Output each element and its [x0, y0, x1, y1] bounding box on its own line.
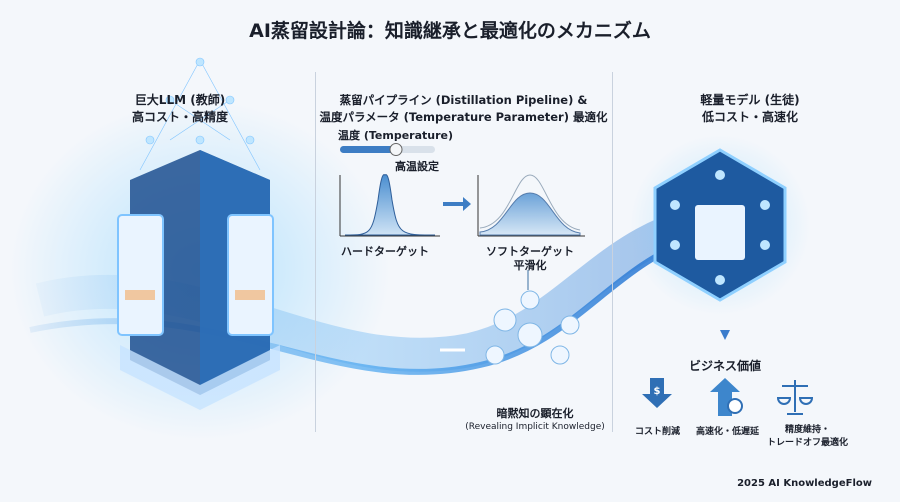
- down-arrow-icon: [720, 330, 730, 340]
- business-item-accuracy: 精度維持・トレードオフ最適化: [760, 424, 855, 450]
- soft-target-sublabel: 平滑化: [513, 259, 547, 272]
- page-title: AI蒸留設計論：知識継承と最適化のメカニズム: [249, 20, 651, 42]
- temperature-setting-label: 高温設定: [395, 160, 439, 173]
- temperature-slider-fill: [340, 146, 397, 153]
- temperature-slider-knob: [389, 143, 403, 156]
- pipeline-title: 蒸留パイプライン (Distillation Pipeline) &: [339, 93, 588, 107]
- implicit-knowledge-title: 暗黙知の顕在化: [496, 407, 574, 420]
- implicit-knowledge-subtitle: (Revealing Implicit Knowledge): [465, 422, 605, 432]
- section-divider: [315, 72, 316, 432]
- pipeline-subtitle: 温度パラメータ (Temperature Parameter) 最適化: [319, 110, 608, 124]
- soft-target-chart: [477, 174, 585, 237]
- student-nodes-icon: [670, 170, 770, 285]
- teacher-title: 巨大LLM (教師): [134, 93, 226, 107]
- section-divider: [612, 72, 613, 432]
- knowledge-bubbles: [485, 290, 580, 365]
- business-value-title: ビジネス価値: [688, 359, 761, 373]
- pipeline-heading: 蒸留パイプライン (Distillation Pipeline) & 温度パラメー…: [315, 92, 612, 126]
- teacher-heading: 巨大LLM (教師) 高コスト・高精度: [80, 92, 280, 126]
- student-heading: 軽量モデル (生徒) 低コスト・高速化: [650, 92, 850, 126]
- business-item-cost: コスト削減: [634, 427, 680, 437]
- teacher-llm-server-icon: [117, 150, 280, 410]
- transform-arrow-icon: [443, 197, 471, 211]
- business-item-speed: 高速化・低遅延: [695, 427, 759, 437]
- student-layers-icon: [695, 205, 745, 260]
- dollar-down-arrow-icon: [642, 378, 672, 408]
- up-arrow-clock-icon: [710, 378, 740, 416]
- hard-target-chart: [339, 174, 440, 237]
- teacher-neural-network-icon: [139, 57, 261, 171]
- temperature-label: 温度 (Temperature): [338, 129, 454, 142]
- student-title: 軽量モデル (生徒): [700, 93, 800, 107]
- student-subtitle: 低コスト・高速化: [701, 110, 798, 124]
- balance-scale-icon: [776, 380, 814, 415]
- hard-target-label: ハードターゲット: [341, 245, 429, 258]
- soft-target-label: ソフトターゲット: [486, 245, 574, 258]
- footer-credit: 2025 AI KnowledgeFlow: [737, 478, 872, 489]
- svg-text:$: $: [654, 386, 661, 397]
- accuracy-label: 精度維持・: [784, 425, 830, 435]
- tradeoff-label: トレードオフ最適化: [766, 438, 848, 448]
- teacher-subtitle: 高コスト・高精度: [131, 110, 228, 124]
